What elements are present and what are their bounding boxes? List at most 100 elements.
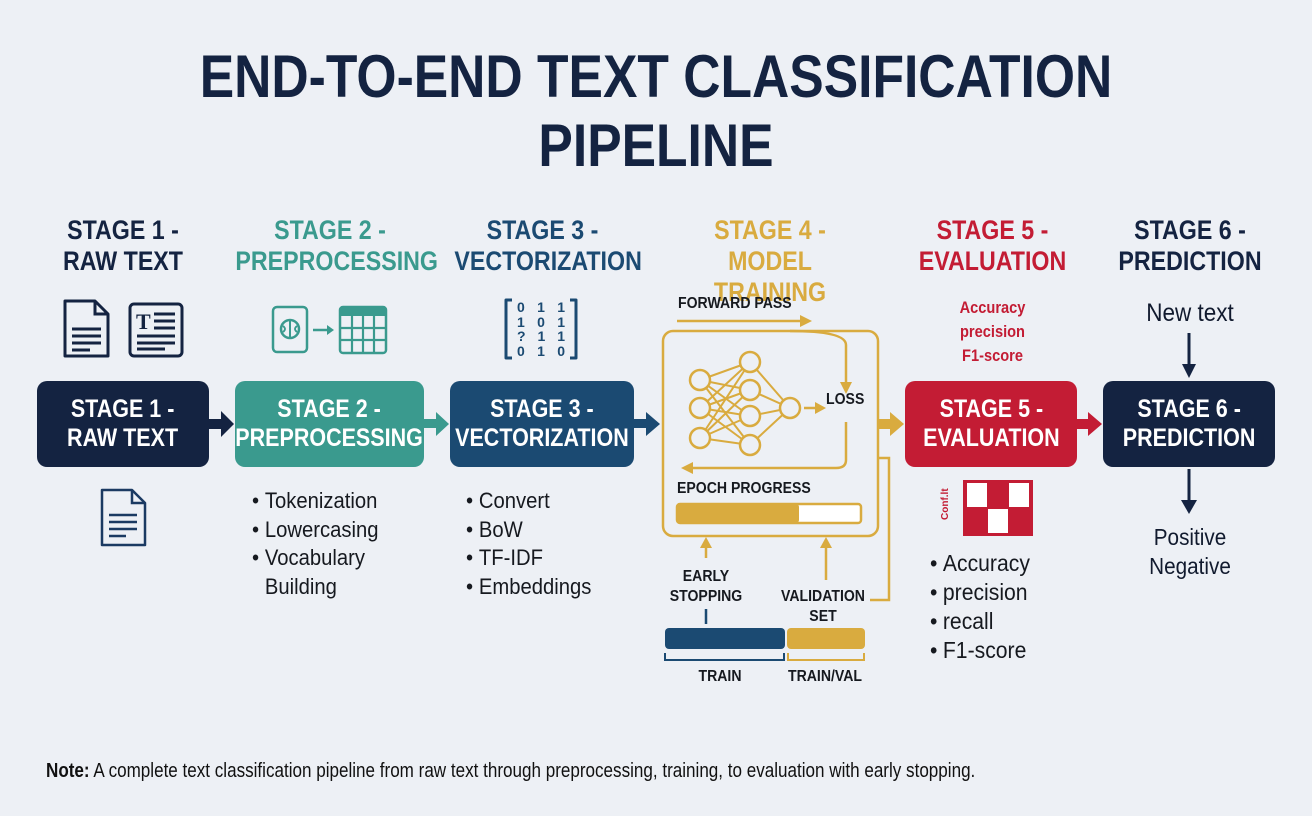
validation-line2: SET bbox=[809, 608, 837, 625]
stage-3-heading-line2: VECTORIZATION bbox=[454, 246, 642, 276]
epoch-progress-fill bbox=[677, 504, 799, 523]
forward-pass-arrow-icon bbox=[677, 315, 812, 327]
new-text-input-label: New text bbox=[1146, 299, 1234, 327]
arrow-right-icon bbox=[1077, 412, 1102, 436]
stage-3-box[interactable]: STAGE 3 -VECTORIZATION bbox=[450, 381, 634, 467]
stage-5-bullet-list: •Accuracy •precision •recall •F1-score bbox=[930, 549, 1030, 665]
stage-1-box[interactable]: STAGE 1 -RAW TEXT bbox=[37, 381, 209, 467]
stage-3-heading: STAGE 3 - VECTORIZATION bbox=[454, 215, 642, 277]
matrix-cell: 1 bbox=[517, 313, 525, 330]
stage-6-heading-line1: STAGE 6 - bbox=[1134, 215, 1246, 245]
stage-2-heading: STAGE 2 - PREPROCESSING bbox=[235, 215, 438, 277]
bullet-text: Tokenization bbox=[264, 488, 378, 513]
stage-5-heading-line2: EVALUATION bbox=[918, 246, 1067, 276]
validation-set-label: VALIDATION SET bbox=[779, 587, 867, 627]
early-stopping-line1: EARLY bbox=[682, 568, 730, 585]
matrix-cell: 1 bbox=[537, 328, 546, 344]
bullet-text: Accuracy bbox=[942, 550, 1030, 576]
output-negative: Negative bbox=[1149, 553, 1231, 579]
validation-line1: VALIDATION bbox=[781, 588, 865, 605]
matrix-cell: 0 bbox=[517, 299, 525, 315]
document-icon bbox=[100, 488, 147, 547]
forward-pass-label: FORWARD PASS bbox=[678, 295, 792, 312]
matrix-cell: 1 bbox=[557, 328, 565, 344]
prediction-output-labels: Positive Negative bbox=[1118, 523, 1262, 581]
stage-4-training-panel: FORWARD PASS LOSS EPOCH PROGRESS EARLY S… bbox=[660, 290, 900, 690]
bullet-item: •recall bbox=[930, 608, 994, 634]
stage-5-heading-line1: STAGE 5 - bbox=[936, 215, 1049, 245]
training-loop-diagram bbox=[661, 315, 891, 661]
bullet-item: •Lowercasing bbox=[252, 516, 379, 542]
bullet-text: BoW bbox=[478, 516, 523, 542]
page-title: END-TO-END TEXT CLASSIFICATION PIPELINE bbox=[199, 43, 1113, 179]
stage-3-box-line2: VECTORIZATION bbox=[455, 424, 629, 452]
metric-precision: precision bbox=[959, 322, 1026, 341]
early-stopping-line2: STOPPING bbox=[669, 588, 743, 605]
matrix-cell: 1 bbox=[537, 342, 545, 359]
note-text: A complete text classification pipeline … bbox=[89, 760, 976, 782]
metric-accuracy: Accuracy bbox=[959, 298, 1026, 317]
matrix-cell: 0 bbox=[537, 313, 545, 330]
arrow-up-icon bbox=[820, 537, 832, 580]
bullet-item: •Vocabulary bbox=[252, 545, 366, 570]
early-stopping-label: EARLY STOPPING bbox=[662, 567, 750, 607]
bullet-text: recall bbox=[942, 608, 994, 634]
training-box bbox=[661, 329, 880, 538]
matrix-cell: 0 bbox=[557, 342, 565, 359]
bullet-text: Vocabulary bbox=[264, 545, 366, 570]
bullet-item: •Embeddings bbox=[466, 573, 592, 599]
neural-network-icon bbox=[688, 350, 802, 457]
arrow-right-icon bbox=[313, 325, 334, 335]
table-grid-icon bbox=[338, 305, 388, 355]
train-split-bar bbox=[665, 628, 785, 649]
stage-3-bullet-list: •Convert •BoW •TF-IDF •Embeddings bbox=[466, 487, 591, 601]
trainval-split-bar bbox=[787, 628, 865, 649]
matrix-cell: 1 bbox=[537, 299, 545, 315]
stage-1-box-line1: STAGE 1 - bbox=[71, 395, 175, 423]
epoch-progress-label: EPOCH PROGRESS bbox=[677, 480, 811, 497]
stage-1-heading-line2: RAW TEXT bbox=[63, 246, 183, 276]
bullet-item: •BoW bbox=[466, 516, 523, 542]
stage-2-bullet-list: •Tokenization •Lowercasing •Vocabulary B… bbox=[252, 487, 379, 601]
confusion-matrix-label: Conf.lt bbox=[940, 488, 951, 520]
arrow-down-icon bbox=[1181, 469, 1197, 514]
bullet-item: •Accuracy bbox=[930, 550, 1030, 576]
stage-2-heading-line1: STAGE 2 - bbox=[274, 215, 386, 245]
stage-6-box-line2: PREDICTION bbox=[1122, 424, 1256, 452]
bullet-item: •precision bbox=[930, 579, 1028, 605]
stage-6-box[interactable]: STAGE 6 -PREDICTION bbox=[1103, 381, 1275, 467]
bullet-text: precision bbox=[942, 579, 1028, 605]
document-icon bbox=[63, 299, 110, 358]
matrix-cell: 1 bbox=[557, 299, 565, 315]
stage-5-box[interactable]: STAGE 5 -EVALUATION bbox=[905, 381, 1077, 467]
stage-2-icons bbox=[271, 305, 388, 355]
matrix-cell: 1 bbox=[557, 313, 565, 330]
bullet-text: Embeddings bbox=[478, 573, 592, 599]
bullet-text: F1-score bbox=[942, 637, 1027, 663]
svg-text:T: T bbox=[136, 309, 151, 334]
stage-4-heading-line1: STAGE 4 - bbox=[714, 215, 826, 245]
bullet-item: •TF-IDF bbox=[466, 545, 543, 570]
stage-2-box[interactable]: STAGE 2 -PREPROCESSING bbox=[235, 381, 424, 467]
stage-4-heading-line2: MODEL TRAINING bbox=[713, 246, 827, 307]
bullet-text: Building bbox=[264, 573, 337, 599]
bullet-item: •F1-score bbox=[930, 637, 1027, 663]
stage-5-metrics-summary: Accuracy precision F1-score bbox=[939, 296, 1047, 368]
stage-2-box-line2: PREPROCESSING bbox=[235, 424, 424, 452]
loss-label: LOSS bbox=[826, 391, 865, 408]
confusion-grid bbox=[963, 480, 1033, 536]
stage-2-heading-line2: PREPROCESSING bbox=[235, 246, 438, 276]
confusion-matrix-icon: Conf.lt bbox=[940, 480, 1038, 536]
stage-3-box-line1: STAGE 3 - bbox=[490, 395, 594, 423]
stage-3-heading-line1: STAGE 3 - bbox=[486, 215, 599, 245]
arrow-down-icon bbox=[1182, 333, 1196, 378]
text-document-icon: T bbox=[128, 302, 184, 358]
train-split-label: TRAIN bbox=[698, 668, 742, 685]
matrix-cell: 0 bbox=[517, 342, 525, 359]
matrix-cell: ? bbox=[517, 328, 526, 344]
metric-f1: F1-score bbox=[962, 346, 1023, 365]
stage-1-heading: STAGE 1 - RAW TEXT bbox=[46, 215, 201, 277]
stage-1-heading-line1: STAGE 1 - bbox=[67, 215, 179, 245]
